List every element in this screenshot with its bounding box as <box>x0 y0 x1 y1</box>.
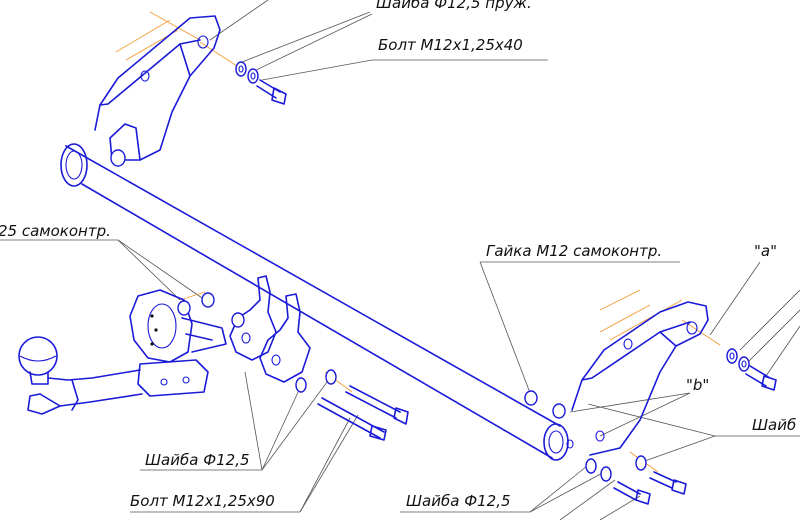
mark-a-label: "а" <box>754 242 777 260</box>
washer-label-middle: Шайба Ф12,5 <box>145 451 250 469</box>
right-fasteners <box>585 348 777 505</box>
top-fasteners <box>235 61 287 105</box>
mark-b-label: "b" <box>686 376 709 394</box>
washer-spring-label-top: Шайба Ф12,5 пруж. <box>376 0 532 12</box>
center-drop-plates <box>229 275 311 383</box>
left-mounting-bracket <box>94 15 221 167</box>
washer-label-right: Шайб <box>752 416 796 434</box>
center-lines <box>115 11 721 473</box>
right-mounting-bracket <box>524 301 709 456</box>
bolt-90-label: Болт М12х1,25х90 <box>130 492 275 510</box>
cross-beam-tube <box>60 143 569 461</box>
tow-ball-mount <box>18 289 227 415</box>
middle-fasteners <box>295 369 409 441</box>
nut-self-locking-label-left: 25 самоконтр. <box>0 222 111 240</box>
nut-self-locking-label-right: Гайка М12 самоконтр. <box>486 242 662 260</box>
washer-label-bottom: Шайба Ф12,5 <box>406 492 511 510</box>
labels: Шайба Ф12,5 пруж. Болт М12х1,25х40 25 са… <box>0 0 796 510</box>
bolt-40-label: Болт М12х1,25х40 <box>378 36 523 54</box>
